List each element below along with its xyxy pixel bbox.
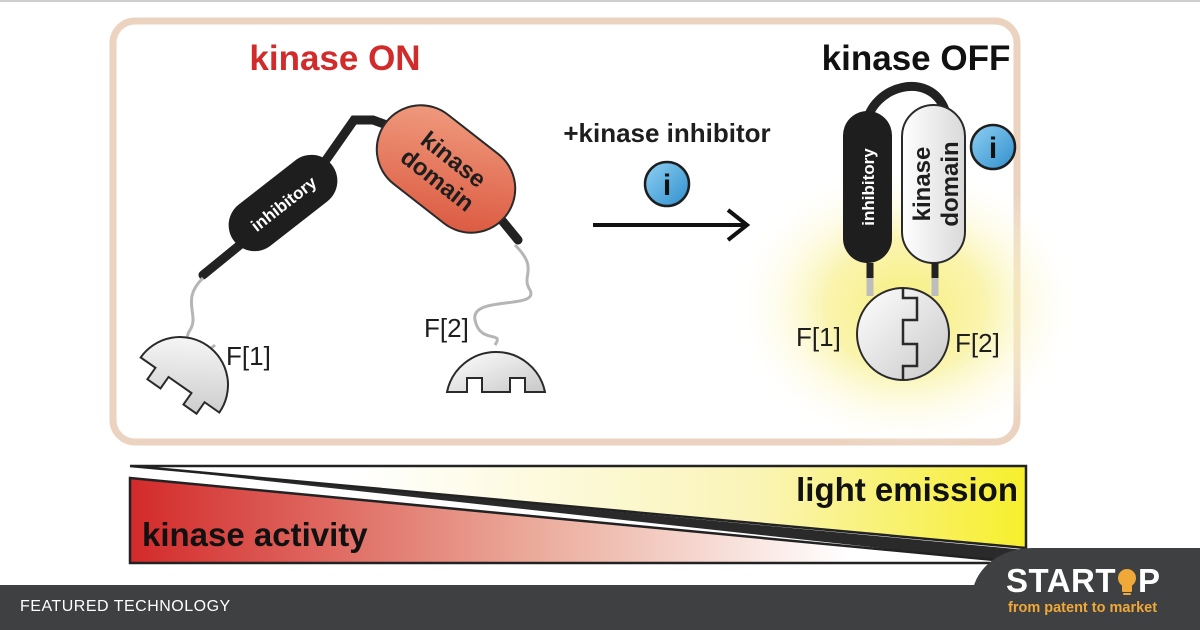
wedge-divider (130, 466, 1026, 564)
brand-tagline: from patent to market (1008, 600, 1158, 616)
inhibitory-domain-off (843, 111, 892, 263)
kinase-domain-label-line2-off: domain (937, 141, 964, 226)
arrow-label: +kinase inhibitor (563, 118, 770, 148)
kinase-off-label: kinase OFF (822, 39, 1011, 78)
fragment-f1-on (139, 336, 229, 416)
svg-text:i: i (989, 132, 997, 165)
kinase-domain-label-line1-off: kinase (909, 147, 936, 222)
flexible-linker-f2 (473, 243, 533, 346)
kinase-activity-label: kinase activity (142, 516, 368, 553)
fragment-seam (901, 288, 919, 380)
featured-technology-label: FEATURED TECHNOLOGY (20, 598, 231, 615)
fragment-f2-label-off: F[2] (955, 328, 1000, 358)
fragment-f1-label-off: F[1] (796, 322, 841, 352)
brand-name-start: START (1006, 562, 1117, 599)
info-circle-icon: i (969, 123, 1017, 171)
fragment-f2-on (445, 350, 547, 393)
svg-text:i: i (663, 169, 671, 202)
arrow-right-icon (593, 208, 751, 242)
kinase-domain-on: kinase domain (375, 104, 517, 234)
fragment-f2-label-on: F[2] (424, 313, 469, 343)
info-circle-icon: i (643, 160, 691, 208)
light-emission-label: light emission (796, 471, 1018, 508)
kinase-on-label: kinase ON (249, 39, 420, 78)
kinase-activity-wedge (128, 476, 1027, 565)
fragment-f1-label-on: F[1] (226, 341, 271, 371)
brand-name-end: P (1138, 562, 1161, 599)
brand-badge (972, 548, 1200, 630)
light-emission-wedge (129, 464, 1028, 550)
lightbulb-icon (1116, 568, 1138, 595)
brand-logo[interactable]: START P (1006, 562, 1161, 600)
inhibitory-label-off: inhibitory (859, 148, 878, 226)
